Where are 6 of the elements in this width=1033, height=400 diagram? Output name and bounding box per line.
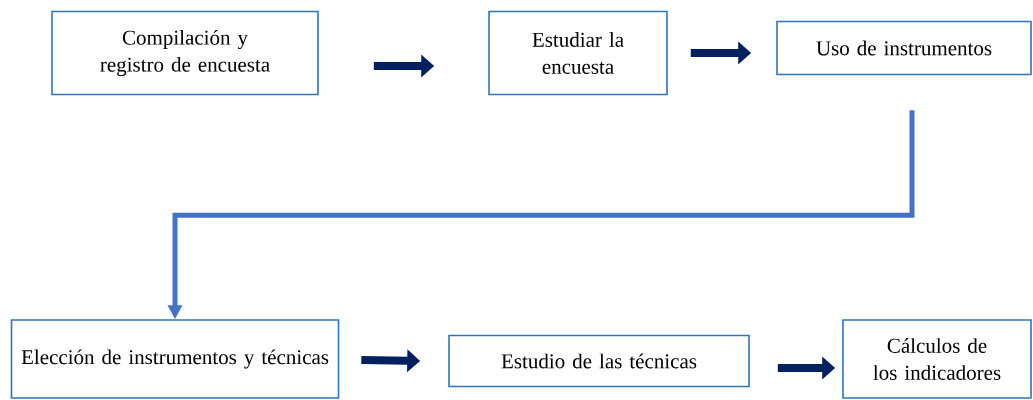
process-box: Uso de instrumentos: [776, 20, 1032, 76]
process-box: Cálculos de los indicadores: [842, 319, 1032, 399]
process-box: Compilación y registro de encuesta: [51, 10, 319, 96]
process-box: Estudiar la encuesta: [488, 10, 668, 96]
process-box: Estudio de las técnicas: [448, 334, 750, 388]
process-box: Elección de instrumentos y técnicas: [10, 319, 340, 399]
